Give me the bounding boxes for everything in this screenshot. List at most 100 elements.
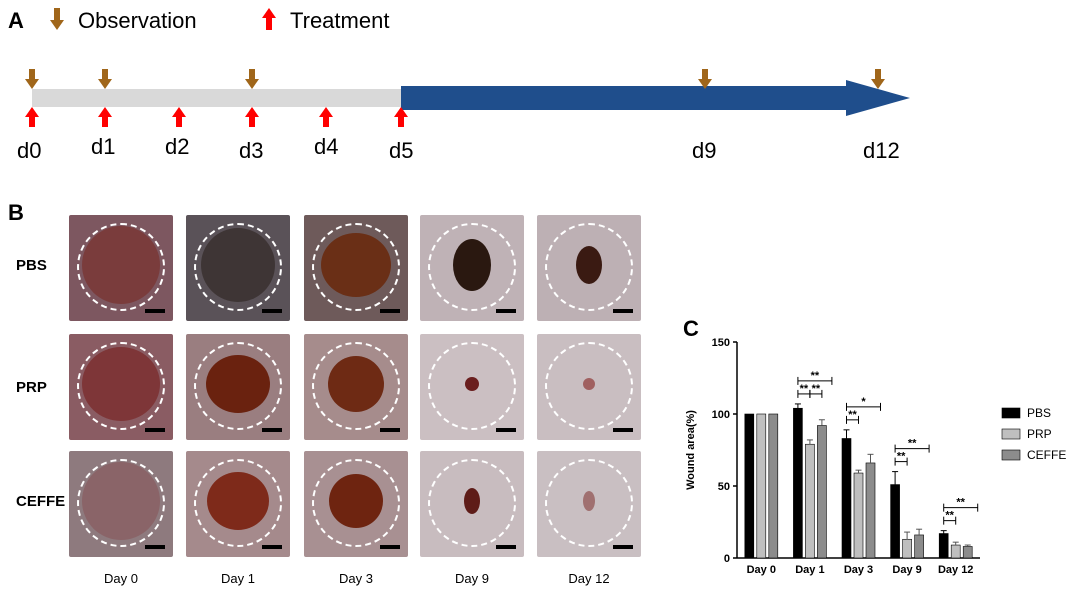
- observation-arrow-icon: [245, 69, 259, 89]
- scale-bar: [380, 428, 400, 432]
- bar: [865, 462, 876, 559]
- legend-label: PBS: [1027, 406, 1051, 420]
- wound-photo: [69, 334, 173, 440]
- scale-bar: [613, 545, 633, 549]
- bar: [817, 425, 827, 559]
- wound-photo: [420, 451, 524, 557]
- wound-photo: [537, 215, 641, 321]
- significance-label: **: [848, 409, 857, 421]
- wound-photo: [537, 451, 641, 557]
- column-label: Day 0: [104, 571, 138, 586]
- observation-arrow-icon: [50, 8, 64, 30]
- column-label: Day 1: [221, 571, 255, 586]
- scale-bar: [380, 545, 400, 549]
- timeline: [25, 69, 910, 127]
- significance-label: **: [812, 383, 821, 395]
- wound-boundary-ring: [194, 459, 282, 547]
- bar: [914, 534, 924, 559]
- wound-photo: [186, 215, 290, 321]
- bar: [768, 413, 779, 559]
- column-label: Day 3: [339, 571, 373, 586]
- scale-bar: [496, 428, 516, 432]
- day-label: d1: [91, 134, 116, 159]
- wound-boundary-ring: [77, 223, 165, 311]
- bar: [805, 443, 815, 559]
- legend-label: PRP: [1027, 427, 1052, 441]
- scale-bar: [145, 309, 165, 313]
- y-tick-label: 0: [724, 553, 730, 565]
- treatment-arrow-icon: [98, 107, 112, 127]
- bar: [744, 413, 755, 559]
- wound-boundary-ring: [77, 459, 165, 547]
- legend-swatch: [1001, 428, 1021, 440]
- bar: [853, 472, 864, 559]
- wound-photo: [69, 215, 173, 321]
- wound-photo: [304, 451, 408, 557]
- wound-photo: [186, 334, 290, 440]
- y-tick-label: 100: [712, 409, 730, 421]
- day-label: d2: [165, 134, 190, 159]
- observation-arrow-icon: [25, 69, 39, 89]
- day-label: d0: [17, 138, 42, 163]
- bar: [841, 438, 852, 559]
- treatment-arrow-icon: [394, 107, 408, 127]
- scale-bar: [613, 309, 633, 313]
- wound-boundary-ring: [312, 223, 400, 311]
- significance-label: **: [800, 383, 809, 395]
- wound-photo: [420, 215, 524, 321]
- scale-bar: [496, 309, 516, 313]
- x-tick-label: Day 12: [938, 564, 973, 576]
- bar: [962, 546, 973, 559]
- bar: [890, 484, 900, 559]
- bar: [950, 544, 961, 559]
- panel-a-letter: A: [8, 8, 24, 33]
- legend-label: CEFFE: [1027, 448, 1066, 462]
- y-axis-label: Wound area(%): [685, 410, 697, 490]
- wound-photo: [186, 451, 290, 557]
- y-tick-label: 150: [712, 337, 730, 349]
- wound-photo: [69, 451, 173, 557]
- treatment-arrow-icon: [25, 107, 39, 127]
- significance-label: **: [956, 497, 965, 509]
- wound-photo: [304, 334, 408, 440]
- panel-c-letter: C: [683, 316, 699, 341]
- treatment-arrow-icon: [319, 107, 333, 127]
- timeline-arrowhead: [846, 80, 910, 116]
- scale-bar: [380, 309, 400, 313]
- wound-photo: [304, 215, 408, 321]
- column-label: Day 9: [455, 571, 489, 586]
- significance-label: **: [945, 510, 954, 522]
- wound-photo: [537, 334, 641, 440]
- scale-bar: [262, 428, 282, 432]
- wound-boundary-ring: [545, 459, 633, 547]
- scale-bar: [145, 428, 165, 432]
- bar: [902, 538, 912, 559]
- row-label-pbs: PBS: [16, 257, 47, 274]
- day-label: d3: [239, 138, 264, 163]
- observation-arrow-icon: [98, 69, 112, 89]
- timeline-gray-bar: [32, 89, 401, 107]
- wound-boundary-ring: [428, 342, 516, 430]
- legend-swatch: [1001, 449, 1021, 461]
- day-label: d9: [692, 138, 717, 163]
- scale-bar: [262, 309, 282, 313]
- significance-label: *: [861, 396, 866, 408]
- wound-boundary-ring: [194, 223, 282, 311]
- panel-b-letter: B: [8, 200, 24, 225]
- wound-boundary-ring: [428, 459, 516, 547]
- x-tick-label: Day 0: [747, 564, 776, 576]
- day-label: d5: [389, 138, 414, 163]
- scale-bar: [145, 545, 165, 549]
- treatment-arrow-icon: [262, 8, 276, 30]
- x-tick-label: Day 1: [795, 564, 824, 576]
- scale-bar: [613, 428, 633, 432]
- row-label-ceffe: CEFFE: [16, 493, 66, 510]
- significance-label: **: [897, 451, 906, 463]
- day-label: d4: [314, 134, 339, 159]
- bar: [938, 533, 949, 559]
- wound-boundary-ring: [77, 342, 165, 430]
- treatment-arrow-icon: [172, 107, 186, 127]
- bar: [793, 407, 803, 559]
- observation-arrow-icon: [698, 69, 712, 89]
